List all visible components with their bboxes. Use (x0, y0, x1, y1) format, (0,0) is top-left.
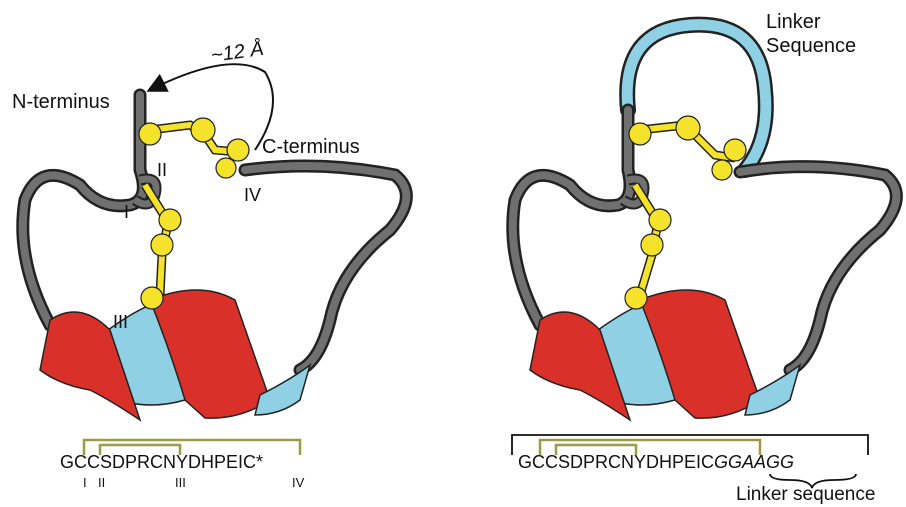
sulfur-atom (216, 158, 236, 178)
right-sequence: GCCSDPRCNYDHPEICGGAAGG (518, 452, 794, 472)
sulfur-atom (712, 160, 732, 180)
sulfur-atom (159, 209, 181, 231)
n-terminus-label: N-terminus (12, 91, 110, 113)
linker-caption: Linker sequence (736, 484, 875, 505)
linker-title-line1: Linker (766, 11, 821, 33)
right-panel: Linker Sequence (512, 11, 896, 505)
left-panel: ~12 Å N-terminus C-terminus I II III IV … (12, 37, 406, 490)
svg-text:IV: IV (292, 475, 305, 490)
svg-text:III: III (175, 475, 186, 490)
distance-label: ~12 Å (209, 37, 265, 67)
sulfur-atom (227, 139, 249, 161)
sulfur-atom (641, 234, 663, 256)
sulfur-atom (629, 123, 651, 145)
right-sequence-linker: GGAAGG (714, 452, 794, 472)
svg-text:II: II (98, 475, 105, 490)
c-terminus-label: C-terminus (262, 136, 360, 158)
sulfur-atom (724, 139, 746, 161)
sulfur-atom (191, 118, 215, 142)
cys-label-I: I (124, 202, 129, 222)
right-disulfides (625, 116, 746, 309)
right-ribbons (530, 290, 800, 420)
cys-label-IV: IV (244, 185, 261, 205)
cys-label-II: II (157, 160, 167, 180)
sulfur-atom (151, 234, 173, 256)
left-sequence: GCCSDPRCNYDHPEIC* (60, 452, 263, 472)
cys-label-III: III (113, 312, 128, 332)
sulfur-atom (139, 123, 161, 145)
right-sequence-main: GCCSDPRCNYDHPEIC (518, 452, 714, 472)
left-disulfides (139, 118, 249, 309)
sulfur-atom (649, 209, 671, 231)
sulfur-atom (625, 287, 647, 309)
left-sequence-index: I II III IV (83, 475, 305, 490)
sulfur-atom (676, 116, 700, 140)
linker-title-line2: Sequence (766, 35, 856, 57)
sulfur-atom (141, 287, 163, 309)
left-ribbons (40, 290, 310, 420)
svg-text:I: I (83, 475, 87, 490)
